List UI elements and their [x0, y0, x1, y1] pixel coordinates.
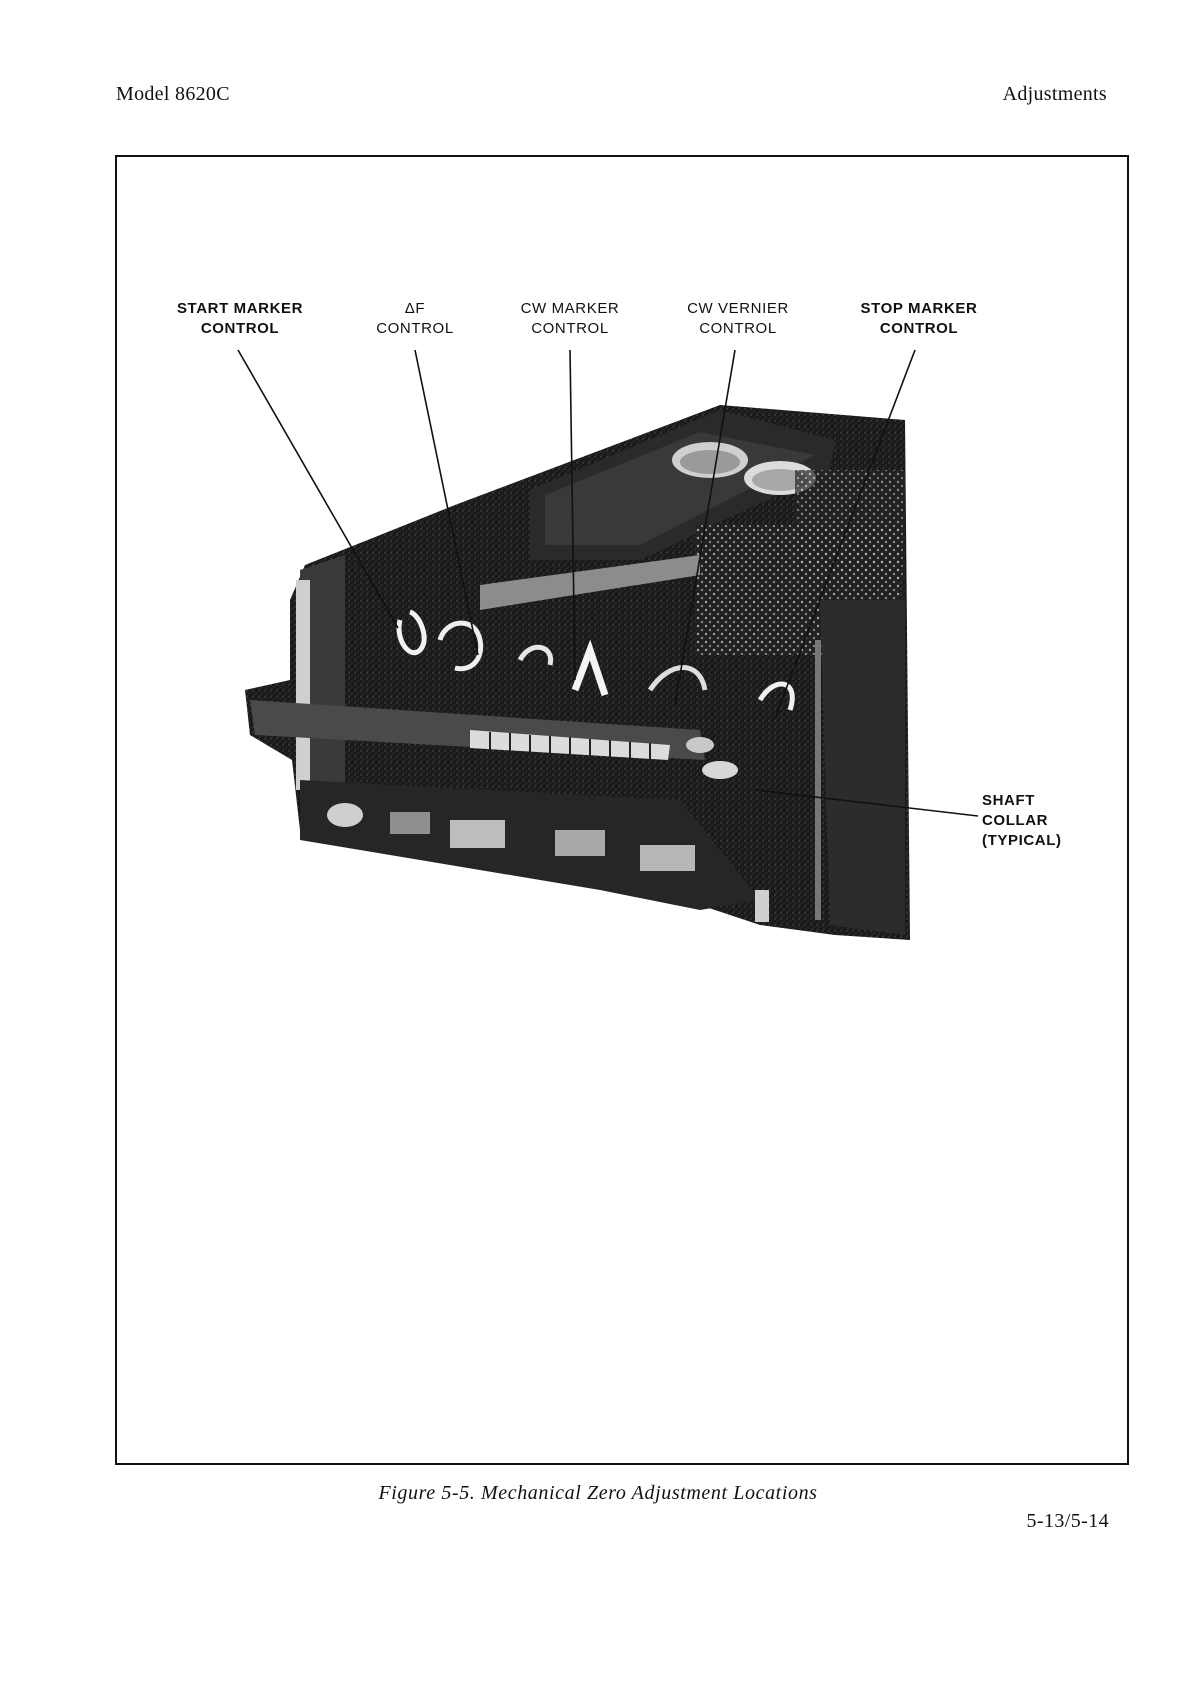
- label-start-marker-control: START MARKER CONTROL: [176, 300, 304, 337]
- label-stop-marker-control: STOP MARKER CONTROL: [860, 300, 978, 337]
- header-section: Adjustments: [1002, 83, 1107, 105]
- leader-stop-marker: [774, 349, 916, 719]
- figure-frame: [115, 155, 1129, 1465]
- page-number: 5-13/5-14: [1026, 1510, 1109, 1532]
- label-delta-f-control: ΔF CONTROL: [376, 300, 454, 337]
- leader-delta-f: [414, 349, 479, 656]
- label-cw-marker-control: CW MARKER CONTROL: [520, 300, 620, 337]
- leader-cw-marker: [569, 349, 576, 681]
- leader-start-marker: [237, 349, 399, 629]
- header-model: Model 8620C: [116, 83, 230, 105]
- figure-caption: Figure 5-5. Mechanical Zero Adjustment L…: [378, 1482, 818, 1504]
- leader-lines: [237, 349, 979, 817]
- leader-cw-vernier: [674, 349, 736, 706]
- label-cw-vernier-control: CW VERNIER CONTROL: [687, 300, 789, 337]
- chassis-body: [245, 405, 910, 940]
- label-shaft-collar: SHAFT COLLAR (TYPICAL): [982, 792, 1062, 849]
- leader-shaft-collar: [754, 789, 979, 817]
